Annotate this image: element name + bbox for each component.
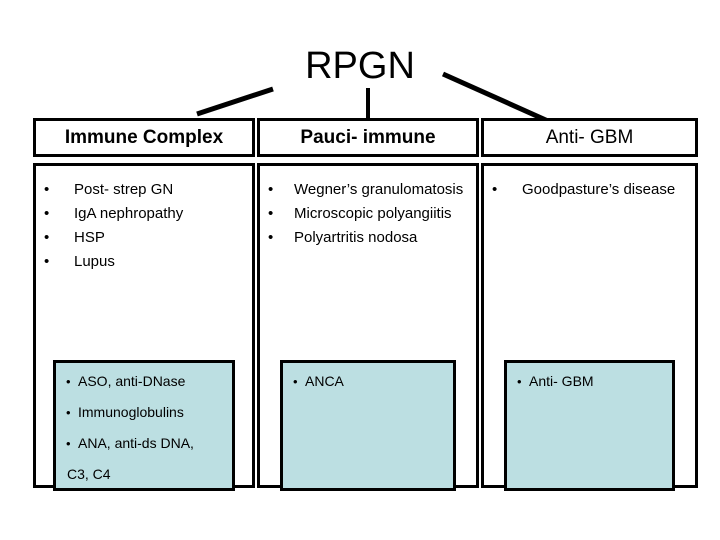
list-item: • Wegner’s granulomatosis — [260, 178, 476, 201]
test-box-anti-gbm: • Anti- GBM — [504, 360, 675, 491]
cause-label: HSP — [74, 229, 105, 246]
cause-list-immune-complex: • Post- strep GN • IgA nephropathy • HSP… — [36, 178, 252, 274]
list-item: • IgA nephropathy — [36, 202, 252, 225]
column-header-immune-complex: Immune Complex — [33, 118, 255, 157]
column-body-anti-gbm: • Goodpasture’s disease • Anti- GBM — [481, 163, 698, 491]
column-header-label: Pauci- immune — [300, 126, 436, 148]
test-list-anti-gbm: • Anti- GBM — [507, 363, 672, 391]
cause-label: Wegner’s granulomatosis — [294, 181, 464, 198]
test-list-pauci-immune: • ANCA — [283, 363, 453, 391]
bullet-icon: • — [492, 181, 498, 198]
test-list-immune-complex: • ASO, anti-DNase • Immunoglobulins • AN… — [56, 363, 232, 484]
list-item: • Microscopic polyangiitis — [260, 202, 476, 225]
cause-label: Goodpasture’s disease — [522, 181, 676, 198]
bullet-icon: • — [44, 253, 50, 270]
bullet-icon: • — [44, 205, 50, 222]
test-label: ANA, anti-ds DNA, — [78, 435, 194, 451]
bullet-icon: • — [66, 374, 71, 389]
column-anti-gbm: Anti- GBM • Goodpasture’s disease • Anti… — [481, 118, 698, 491]
list-item: • ASO, anti-DNase — [56, 372, 232, 391]
list-item-continuation: C3, C4 — [56, 465, 232, 484]
test-box-pauci-immune: • ANCA — [280, 360, 456, 491]
page-title: RPGN — [305, 45, 415, 87]
cause-label: Lupus — [74, 253, 115, 270]
test-label: ASO, anti-DNase — [78, 373, 186, 389]
cause-list-pauci-immune: • Wegner’s granulomatosis • Microscopic … — [260, 178, 476, 250]
column-pauci-immune: Pauci- immune • Wegner’s granulomatosis … — [257, 118, 479, 491]
column-header-anti-gbm: Anti- GBM — [481, 118, 698, 157]
list-item: • ANA, anti-ds DNA, — [56, 434, 232, 453]
bullet-icon: • — [268, 205, 274, 222]
cause-label: Post- strep GN — [74, 181, 174, 198]
bullet-icon: • — [44, 229, 50, 246]
test-label: ANCA — [305, 373, 344, 389]
cause-label: Microscopic polyangiitis — [294, 205, 452, 222]
bullet-icon: • — [268, 181, 274, 198]
list-item: • Lupus — [36, 250, 252, 273]
bullet-icon: • — [66, 436, 71, 451]
list-item: • Post- strep GN — [36, 178, 252, 201]
column-header-pauci-immune: Pauci- immune — [257, 118, 479, 157]
cause-label: IgA nephropathy — [74, 205, 184, 222]
bullet-icon: • — [517, 374, 522, 389]
list-item: • HSP — [36, 226, 252, 249]
cause-label: Polyartritis nodosa — [294, 229, 418, 246]
list-item: • Immunoglobulins — [56, 403, 232, 422]
cause-list-anti-gbm: • Goodpasture’s disease — [484, 178, 695, 202]
column-body-immune-complex: • Post- strep GN • IgA nephropathy • HSP… — [33, 163, 255, 491]
list-item: • Anti- GBM — [507, 372, 672, 391]
column-header-label: Anti- GBM — [545, 126, 634, 148]
test-box-immune-complex: • ASO, anti-DNase • Immunoglobulins • AN… — [53, 360, 235, 491]
column-immune-complex: Immune Complex • Post- strep GN • IgA ne… — [33, 118, 255, 491]
bullet-icon: • — [44, 181, 50, 198]
test-label: Immunoglobulins — [78, 404, 184, 420]
list-item: • Polyartritis nodosa — [260, 226, 476, 249]
list-item: • Goodpasture’s disease — [484, 178, 695, 201]
column-header-label: Immune Complex — [64, 126, 224, 148]
list-item: • ANCA — [283, 372, 453, 391]
connector-line-left — [196, 86, 274, 117]
bullet-icon: • — [268, 229, 274, 246]
bullet-icon: • — [293, 374, 298, 389]
test-label: Anti- GBM — [529, 373, 594, 389]
test-label-continuation: C3, C4 — [67, 466, 111, 482]
bullet-icon: • — [66, 405, 71, 420]
column-body-pauci-immune: • Wegner’s granulomatosis • Microscopic … — [257, 163, 479, 491]
